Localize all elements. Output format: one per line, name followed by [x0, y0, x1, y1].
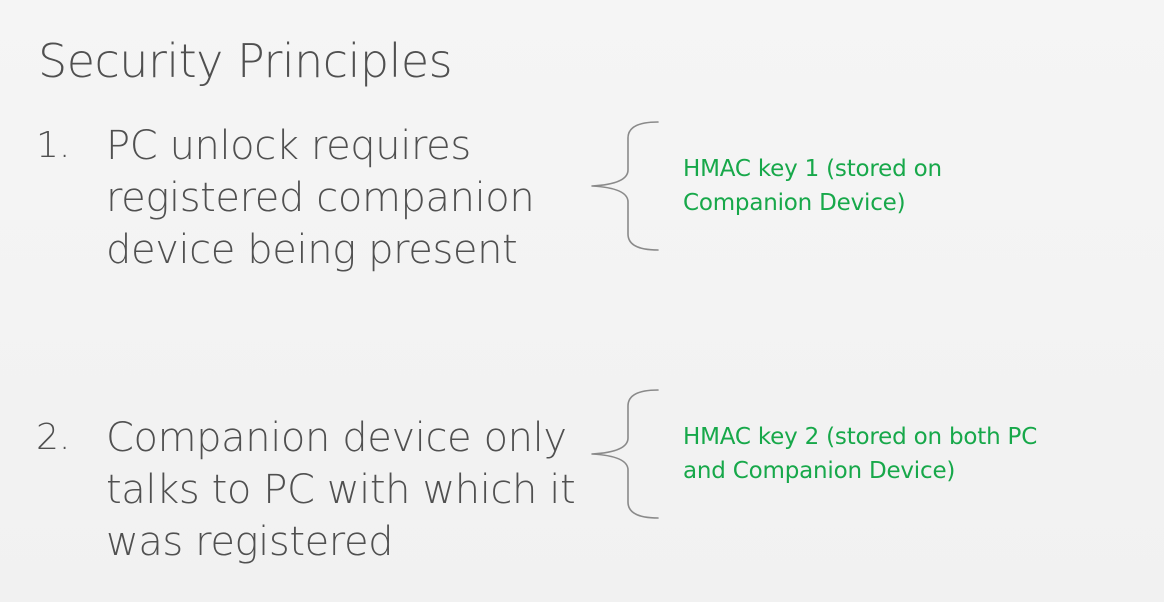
- note-line: Companion Device): [683, 190, 906, 216]
- note-line: HMAC key 1 (stored on: [683, 156, 942, 182]
- principle-line: Companion device only: [106, 415, 567, 461]
- principle-number: 1.: [36, 125, 71, 166]
- principle-line: registered companion: [106, 175, 535, 221]
- principle-line: PC unlock requires: [106, 123, 471, 169]
- curly-brace-icon: [588, 388, 660, 520]
- note-line: and Companion Device): [683, 458, 956, 484]
- hmac-key-note: HMAC key 1 (stored on Companion Device): [683, 152, 942, 220]
- principle-text: PC unlock requires registered companion …: [106, 120, 606, 276]
- principle-number: 2.: [36, 417, 71, 458]
- principle-line: talks to PC with which it: [106, 467, 576, 513]
- slide-title: Security Principles: [38, 34, 453, 88]
- principle-text: Companion device only talks to PC with w…: [106, 412, 606, 568]
- principle-line: device being present: [106, 227, 518, 273]
- hmac-key-note: HMAC key 2 (stored on both PC and Compan…: [683, 420, 1037, 488]
- note-line: HMAC key 2 (stored on both PC: [683, 424, 1038, 450]
- curly-brace-icon: [588, 120, 660, 252]
- principle-line: was registered: [106, 519, 394, 565]
